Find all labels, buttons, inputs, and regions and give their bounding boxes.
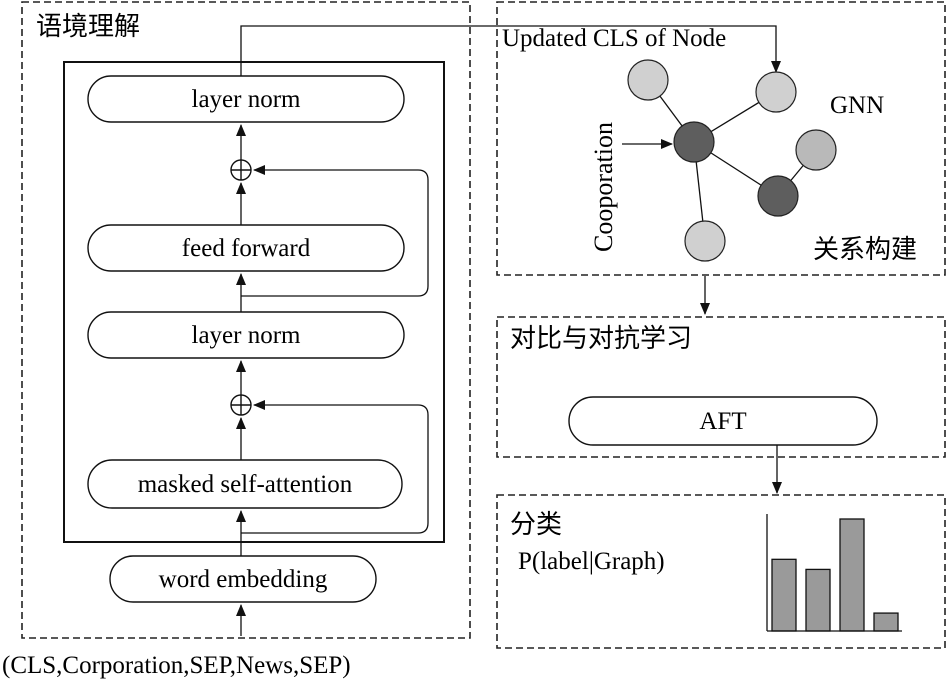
- aft-label: AFT: [699, 408, 746, 435]
- relation-panel-title: 关系构建: [813, 235, 917, 264]
- classify-panel-frame: [496, 494, 946, 649]
- residual-add-top-icon: [230, 159, 252, 181]
- probability-bar: [771, 558, 797, 632]
- probability-bar: [873, 612, 899, 632]
- word-embedding-block: word embedding: [109, 555, 377, 603]
- updated-cls-caption: Updated CLS of Node: [502, 25, 726, 52]
- graph-node-updated: [755, 71, 797, 113]
- word-embedding-label: word embedding: [159, 566, 328, 593]
- layer-norm-top-label: layer norm: [192, 86, 302, 113]
- layer-norm-mid-block: layer norm: [87, 311, 405, 359]
- graph-node: [684, 220, 726, 262]
- layer-norm-top-block: layer norm: [87, 75, 405, 123]
- context-panel-frame: [21, 1, 471, 639]
- layer-norm-mid-label: layer norm: [192, 322, 302, 349]
- input-sequence: (CLS,Corporation,SEP,News,SEP): [2, 652, 351, 679]
- probability-bar: [805, 568, 831, 632]
- masked-self-attention-block: masked self-attention: [87, 459, 403, 509]
- graph-node: [795, 129, 837, 171]
- cooporation-label: Cooporation: [589, 122, 618, 252]
- probability-formula: P(label|Graph): [518, 548, 665, 575]
- graph-node-center: [673, 121, 715, 163]
- relation-panel-frame: [496, 1, 946, 276]
- residual-add-bottom-icon: [230, 394, 252, 416]
- masked-self-attention-label: masked self-attention: [138, 471, 353, 498]
- transformer-block: [63, 61, 445, 543]
- probability-bar-chart: [766, 514, 902, 632]
- context-panel-title: 语境理解: [36, 12, 140, 41]
- feed-forward-label: feed forward: [182, 235, 311, 262]
- aft-module: AFT: [568, 396, 878, 446]
- contrast-panel-title: 对比与对抗学习: [510, 324, 692, 353]
- residual-connection-top: [241, 165, 429, 297]
- probability-bar: [839, 518, 865, 632]
- feed-forward-block: feed forward: [87, 224, 405, 272]
- graph-node: [627, 59, 669, 101]
- cls-update-connector: [240, 25, 781, 76]
- residual-connection-bottom: [241, 400, 429, 534]
- classify-panel-title: 分类: [510, 510, 562, 539]
- contrast-panel-frame: [496, 316, 946, 458]
- graph-node: [757, 175, 799, 217]
- gnn-label: GNN: [830, 92, 884, 119]
